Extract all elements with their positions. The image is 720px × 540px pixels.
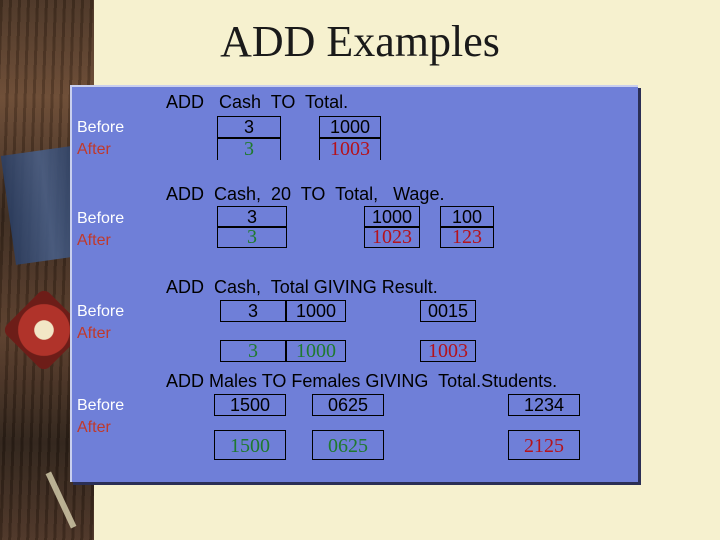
before-value: 100 — [440, 206, 494, 228]
add-statement: ADD Males TO Females GIVING Total.Studen… — [166, 371, 558, 391]
before-value: 1000 — [286, 300, 346, 322]
after-value: 3 — [217, 226, 287, 248]
after-value: 1003 — [319, 138, 381, 160]
after-label: After — [77, 419, 111, 436]
add-statement: ADD Cash TO Total. — [166, 92, 349, 112]
before-value: 3 — [220, 300, 286, 322]
before-value: 1234 — [508, 394, 580, 416]
before-value: 1000 — [319, 116, 381, 138]
slide-title: ADD Examples — [220, 17, 500, 66]
after-value: 1500 — [214, 430, 286, 460]
after-value: 3 — [217, 138, 281, 160]
before-label: Before — [77, 397, 125, 414]
before-label: Before — [77, 210, 125, 227]
before-value: 0015 — [420, 300, 476, 322]
after-label: After — [77, 141, 111, 158]
before-label: Before — [77, 303, 125, 320]
add-statement: ADD Cash, Total GIVING Result. — [166, 277, 438, 297]
before-value: 1500 — [214, 394, 286, 416]
after-value: 3 — [220, 340, 286, 362]
after-value: 123 — [440, 226, 494, 248]
add-statement: ADD Cash, 20 TO Total, Wage. — [166, 184, 445, 204]
before-value: 1000 — [364, 206, 420, 228]
after-label: After — [77, 325, 111, 342]
after-value: 0625 — [312, 430, 384, 460]
before-value: 3 — [217, 206, 287, 228]
after-value: 1023 — [364, 226, 420, 248]
before-label: Before — [77, 119, 125, 136]
before-value: 0625 — [312, 394, 384, 416]
before-value: 3 — [217, 116, 281, 138]
after-value: 1003 — [420, 340, 476, 362]
after-value: 2125 — [508, 430, 580, 460]
after-label: After — [77, 232, 111, 249]
after-value: 1000 — [286, 340, 346, 362]
